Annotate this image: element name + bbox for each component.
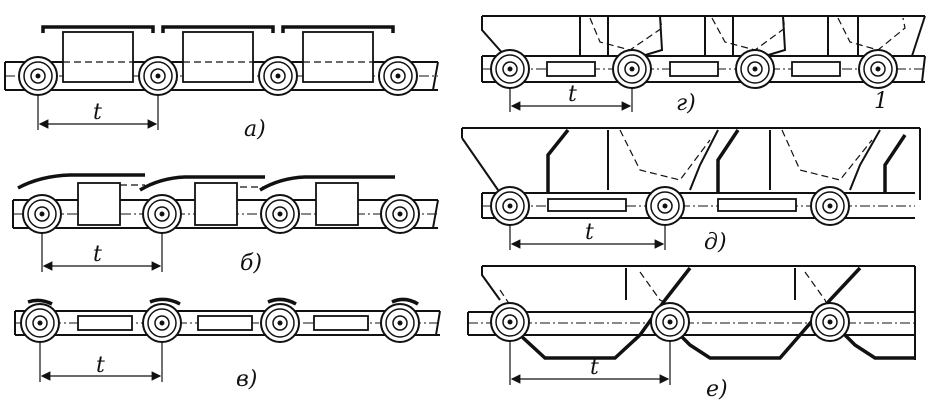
diagram-label-b: б) [240,251,262,276]
pitch-label-e: t [590,355,599,380]
pitch-label-b: t [93,242,102,267]
diagram-label-a: а) [244,117,266,142]
pitch-label-v: t [96,353,105,378]
diagram-g: t г) 1 [481,15,926,116]
pitch-label-g: t [568,82,577,107]
pitch-label-a: t [93,100,102,125]
diagram-d: t д) [461,127,921,255]
diagram-label-d: д) [704,230,727,255]
pitch-label-d: t [585,220,594,245]
diagram-v: t в) [14,297,441,392]
diagram-label-g: г) [676,91,696,116]
diagram-label-e: е) [706,377,728,402]
callout-1: 1 [874,89,888,114]
diagram-b: t б) [12,173,439,276]
diagram-label-v: в) [236,367,257,392]
diagram-e: t е) [467,265,916,402]
diagram-a: t а) [4,25,439,142]
